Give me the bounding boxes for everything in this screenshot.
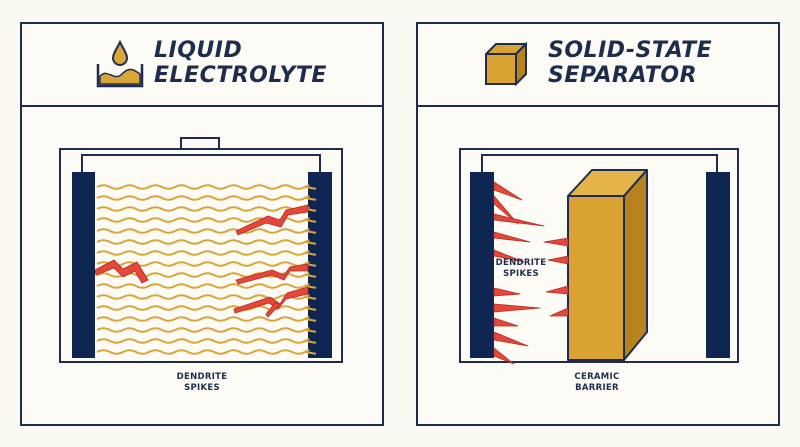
liquid-panel-header: LIQUID ELECTROLYTE — [22, 24, 382, 107]
solid-cell-diagram — [459, 148, 739, 365]
liquid-drop-beaker-icon — [96, 39, 144, 88]
dendrite-left — [94, 259, 149, 284]
electrolyte-wave-line — [96, 316, 317, 322]
ceramic-barrier — [567, 169, 648, 361]
liquid-caption-line1: DENDRITE — [176, 372, 228, 382]
electrolyte-wave-line — [96, 327, 317, 333]
liquid-panel-title: LIQUID ELECTROLYTE — [154, 38, 327, 88]
right-electrode — [706, 172, 730, 358]
dendrite-right-top — [235, 204, 309, 236]
solid-panel-header: SOLID-STATE SEPARATOR — [418, 24, 778, 107]
liquid-electrolyte-panel: LIQUID ELECTROLYTE — [20, 22, 384, 426]
dendrite-right-branch — [265, 302, 281, 318]
dendrite-spike — [493, 287, 521, 297]
dendrite-spike — [493, 331, 529, 347]
dendrite-spike — [493, 181, 523, 201]
left-electrode — [72, 172, 95, 358]
dendrite-spike — [543, 237, 569, 247]
solid-panel-title: SOLID-STATE SEPARATOR — [548, 38, 712, 88]
solid-title-line2: SEPARATOR — [548, 63, 698, 88]
dendrite-spike — [493, 231, 531, 243]
ceramic-block-icon — [485, 41, 527, 87]
circuit-wire — [481, 154, 718, 172]
solid-title-line1: SOLID-STATE — [548, 38, 713, 63]
dendrite-spike — [493, 213, 545, 227]
electrolyte-wave-line — [96, 250, 317, 256]
electrolyte-wave-line — [96, 272, 317, 278]
dendrite-spikes — [493, 181, 569, 365]
dendrite-spike — [547, 255, 569, 265]
dendrite-spike — [493, 303, 541, 313]
electrolyte-wave-line — [96, 305, 317, 311]
electrolyte-wave-line — [96, 206, 317, 212]
electrolyte-wave-line — [96, 217, 317, 223]
solid-dendrite-label-line1: DENDRITE — [495, 258, 547, 268]
solid-state-separator-panel: SOLID-STATE SEPARATOR — [416, 22, 780, 426]
ceramic-front-face — [567, 195, 625, 361]
electrolyte-wave-line — [96, 283, 317, 289]
left-electrode — [470, 172, 494, 358]
electrolyte-wave-line — [96, 294, 317, 300]
electrolyte-wave-line — [96, 195, 317, 201]
cell-casing — [459, 148, 739, 363]
electrolyte-wave-line — [96, 184, 317, 190]
dendrite-spike — [493, 249, 525, 263]
solid-caption: CERAMIC BARRIER — [537, 372, 657, 394]
circuit-wire — [81, 154, 321, 172]
ceramic-side-face — [623, 169, 648, 361]
battery-terminal — [180, 137, 220, 149]
cell-casing — [59, 148, 343, 363]
dendrite-spike — [493, 317, 519, 327]
liquid-title-line2: ELECTROLYTE — [154, 63, 327, 88]
electrolyte-wave-line — [96, 349, 317, 355]
dendrite-spike — [549, 307, 569, 317]
solid-dendrite-label-line2: SPIKES — [503, 269, 539, 279]
electrolyte-wave-line — [96, 239, 317, 245]
dendrite-spike — [493, 347, 515, 365]
liquid-title-line1: LIQUID — [154, 38, 243, 63]
solid-caption-line2: BARRIER — [575, 383, 619, 393]
solid-dendrite-label: DENDRITE SPIKES — [486, 258, 556, 280]
dendrite-spike — [493, 195, 519, 225]
dendrite-right-lower — [233, 286, 309, 314]
dendrite-right-middle — [235, 263, 309, 285]
dendrite-spikes — [94, 204, 309, 318]
liquid-cell-diagram — [59, 137, 343, 363]
liquid-caption: DENDRITE SPIKES — [142, 372, 262, 394]
solid-caption-line1: CERAMIC — [574, 372, 620, 382]
liquid-caption-line2: SPIKES — [184, 383, 220, 393]
electrolyte-wave-line — [96, 338, 317, 344]
dendrite-spike — [545, 285, 569, 295]
electrolyte-wave-line — [96, 228, 317, 234]
